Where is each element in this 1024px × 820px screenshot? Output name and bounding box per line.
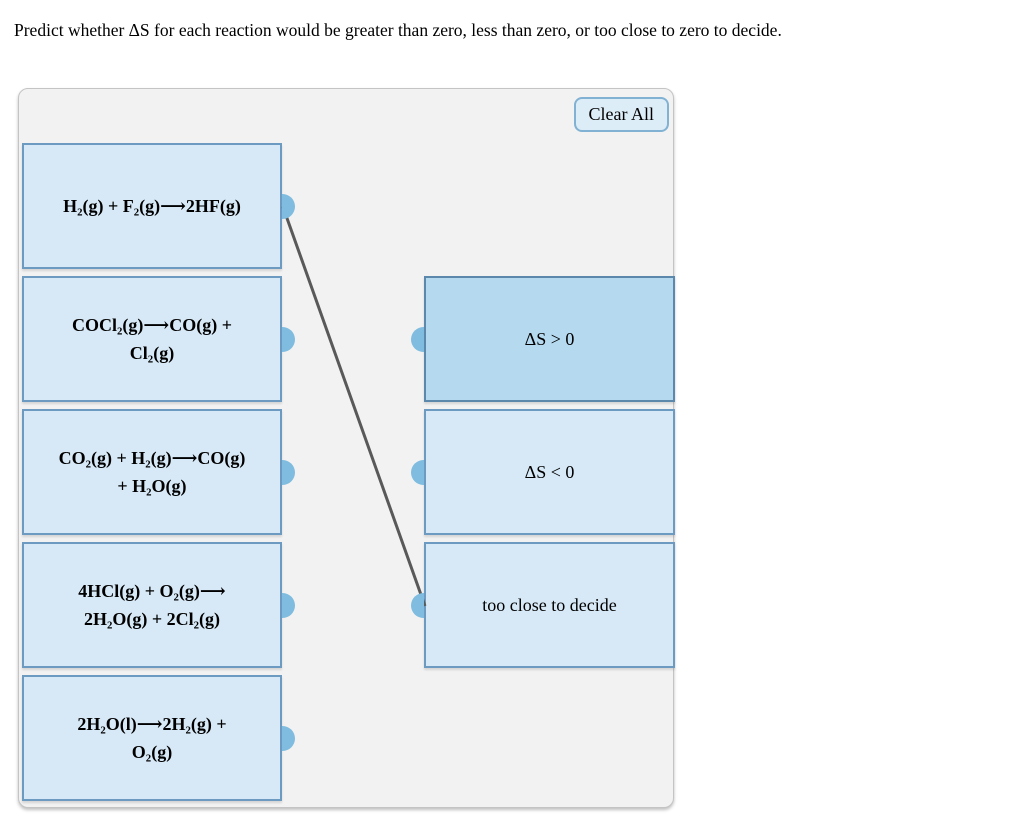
answer-label: ΔS < 0: [524, 462, 575, 482]
answer-label: ΔS > 0: [524, 329, 575, 349]
reaction-card[interactable]: 4HCl(g) + O₂(g)⟶ 2H₂O(g) + 2Cl₂(g): [22, 542, 295, 668]
answer-card[interactable]: too close to decide: [411, 542, 675, 668]
connector-dot-icon[interactable]: [282, 326, 295, 352]
reaction-card[interactable]: 2H₂O(l)⟶2H₂(g) + O₂(g): [22, 675, 295, 801]
reaction-formula: 4HCl(g) + O₂(g)⟶ 2H₂O(g) + 2Cl₂(g): [78, 581, 226, 629]
connector-dot-icon[interactable]: [411, 326, 424, 352]
reaction-formula: CO₂(g) + H₂(g)⟶CO(g) + H₂O(g): [58, 448, 246, 496]
connector-dot-icon[interactable]: [411, 592, 424, 618]
reaction-card[interactable]: COCl₂(g)⟶CO(g) + Cl₂(g): [22, 276, 295, 402]
clear-all-button[interactable]: Clear All: [573, 97, 669, 132]
answers-column: ΔS > 0 ΔS < 0 too close to decide: [411, 276, 675, 668]
connector-dot-icon[interactable]: [282, 592, 295, 618]
question-prompt: Predict whether ΔS for each reaction wou…: [14, 20, 782, 40]
reactions-column: H₂(g) + F₂(g)⟶2HF(g) COCl₂(g)⟶CO(g) + Cl…: [22, 143, 295, 801]
connector-dot-icon[interactable]: [411, 459, 424, 485]
answer-label: too close to decide: [482, 595, 617, 615]
reaction-card[interactable]: H₂(g) + F₂(g)⟶2HF(g): [22, 143, 295, 269]
connector-dot-icon[interactable]: [282, 193, 295, 219]
matching-panel: Clear All H₂(g) + F₂(g)⟶2HF(g) COCl₂(g)⟶…: [18, 88, 675, 808]
reaction-formula: COCl₂(g)⟶CO(g) + Cl₂(g): [72, 315, 232, 363]
connector-dot-icon[interactable]: [282, 725, 295, 751]
reaction-formula: 2H₂O(l)⟶2H₂(g) + O₂(g): [77, 714, 227, 762]
answer-card[interactable]: ΔS < 0: [411, 409, 675, 535]
connection-line[interactable]: [281, 206, 427, 607]
reaction-card[interactable]: CO₂(g) + H₂(g)⟶CO(g) + H₂O(g): [22, 409, 295, 535]
answer-card[interactable]: ΔS > 0: [411, 276, 675, 402]
reaction-formula: H₂(g) + F₂(g)⟶2HF(g): [63, 196, 241, 216]
connector-dot-icon[interactable]: [282, 459, 295, 485]
